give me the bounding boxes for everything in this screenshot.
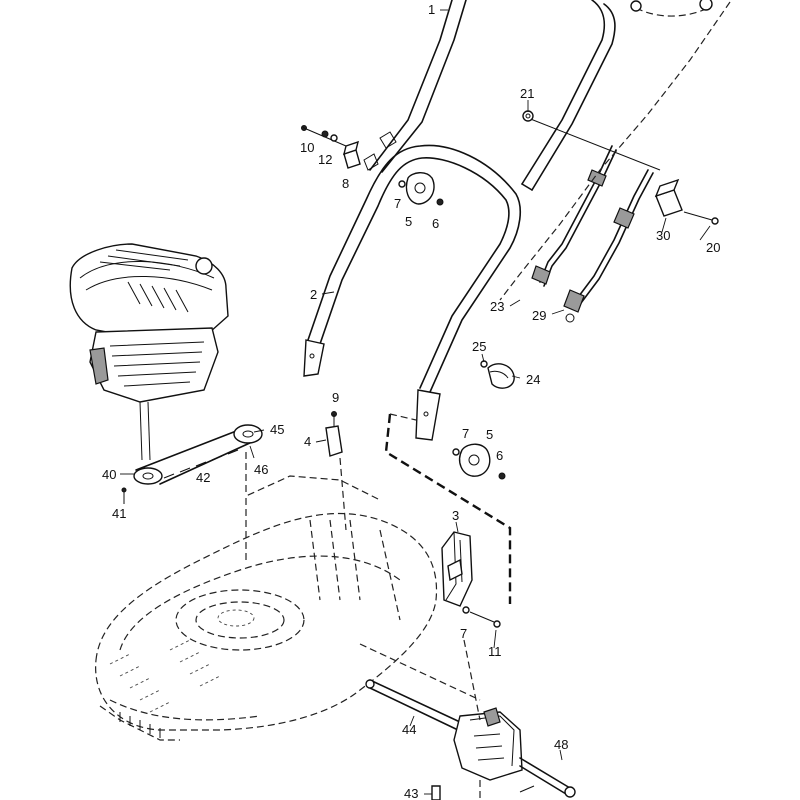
callout-44: 44	[402, 722, 416, 737]
callout-41: 41	[112, 506, 126, 521]
callout-6-upper: 6	[432, 216, 439, 231]
part-30-block	[654, 178, 719, 225]
callout-8: 8	[342, 176, 349, 191]
callout-20: 20	[706, 240, 720, 255]
callout-7-lower: 7	[462, 426, 469, 441]
callout-45: 45	[270, 422, 284, 437]
callout-46: 46	[254, 462, 268, 477]
control-cables	[531, 145, 654, 323]
callout-5-lower: 5	[486, 427, 493, 442]
mower-deck	[95, 452, 438, 741]
callout-12: 12	[318, 152, 332, 167]
callout-4: 4	[304, 434, 311, 449]
callout-3: 3	[452, 508, 459, 523]
lower-handle	[303, 144, 522, 441]
top-hardware	[522, 0, 713, 122]
upper-knob-assembly	[398, 172, 444, 206]
upper-handle	[363, 0, 616, 191]
callout-7-upper: 7	[394, 196, 401, 211]
callout-1: 1	[428, 2, 435, 17]
callout-2: 2	[310, 287, 317, 302]
callout-5-upper: 5	[405, 214, 412, 229]
callout-25: 25	[472, 339, 486, 354]
drive-belt	[121, 424, 263, 504]
callout-40: 40	[102, 467, 116, 482]
callout-7-bracket: 7	[460, 626, 467, 641]
callout-48: 48	[554, 737, 568, 752]
callout-11: 11	[488, 644, 502, 659]
parts-8-10-12	[301, 125, 361, 169]
callout-labels: 1 2 3 4 5 5 6 6 7 7 7 8 9 10 11 12 20 21…	[102, 2, 720, 800]
part-24-clip	[480, 360, 515, 389]
assembly-guide-dashed	[384, 413, 512, 604]
leader-lines	[120, 9, 711, 795]
callout-42: 42	[196, 470, 210, 485]
callout-29: 29	[532, 308, 546, 323]
callout-21: 21	[520, 86, 534, 101]
axle-and-transmission	[359, 639, 576, 800]
callout-43: 43	[404, 786, 418, 800]
callout-30: 30	[656, 228, 670, 243]
callout-6-lower: 6	[496, 448, 503, 463]
callout-9: 9	[332, 390, 339, 405]
part-3-bracket	[441, 531, 501, 628]
engine	[69, 243, 229, 461]
part-4-plate	[325, 411, 343, 457]
callout-23: 23	[490, 299, 504, 314]
lower-knob-assembly	[452, 443, 506, 480]
callout-24: 24	[526, 372, 540, 387]
callout-10: 10	[300, 140, 314, 155]
